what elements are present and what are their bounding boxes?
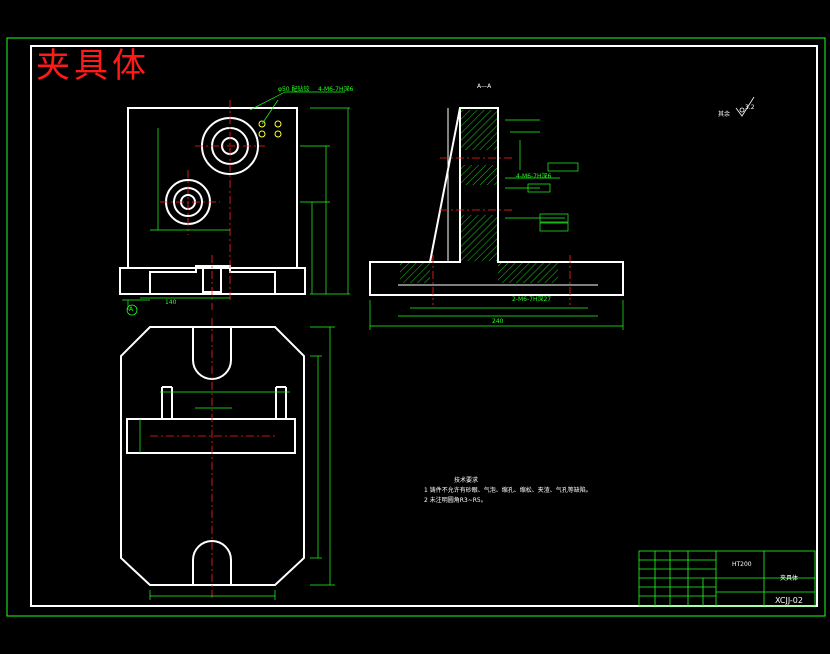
title-block-material: HT200 — [732, 561, 752, 568]
section-bottom-callout: 2-M6-7H深27 — [512, 296, 552, 303]
front-width-dimension: 140 — [165, 299, 177, 306]
roughness-symbol — [735, 96, 755, 117]
notes-line-2: 2 未注明圆角R3~R5。 — [424, 497, 487, 504]
top-hole-callout: 4-M6-7H深6 — [318, 86, 354, 93]
section-width-dimension: 240 — [492, 318, 504, 325]
section-hatch — [400, 110, 558, 283]
technical-notes: 技术要求 1 铸件不允许有砂眼、气泡、缩孔、缩松、夹渣、气孔等缺陷。 2 未注明… — [424, 476, 592, 506]
section-view — [369, 107, 624, 296]
front-view-small-holes — [258, 120, 282, 138]
notes-heading: 技术要求 — [454, 477, 479, 484]
roughness-rest-label: 其余 — [718, 111, 731, 118]
title-block-drawing-no: XCJJ-02 — [775, 596, 803, 605]
view-marker-a — [122, 299, 150, 316]
roughness-value: 3.2 — [745, 104, 755, 111]
top-view — [120, 326, 305, 586]
view-marker-label: A — [129, 306, 134, 313]
section-dimensions — [369, 119, 624, 330]
front-view-dimensions — [127, 91, 350, 310]
front-view-centerlines — [160, 100, 265, 310]
section-hole-callout: 4-M6-7H深6 — [516, 173, 552, 180]
front-view — [119, 107, 306, 295]
section-label: A—A — [477, 83, 492, 90]
drawing-title: 夹具体 — [36, 46, 150, 86]
title-block-part-name: 夹具体 — [780, 575, 799, 582]
inner-frame — [30, 45, 818, 607]
top-view-dimensions — [139, 326, 335, 600]
outer-frame — [6, 37, 826, 617]
notes-line-1: 1 铸件不允许有砂眼、气泡、缩孔、缩松、夹渣、气孔等缺陷。 — [424, 487, 592, 494]
top-view-centerlines — [150, 318, 275, 598]
section-centerlines — [432, 157, 571, 305]
title-block — [638, 550, 816, 607]
top-hole-note: φ50 配钻铰 — [278, 86, 310, 93]
